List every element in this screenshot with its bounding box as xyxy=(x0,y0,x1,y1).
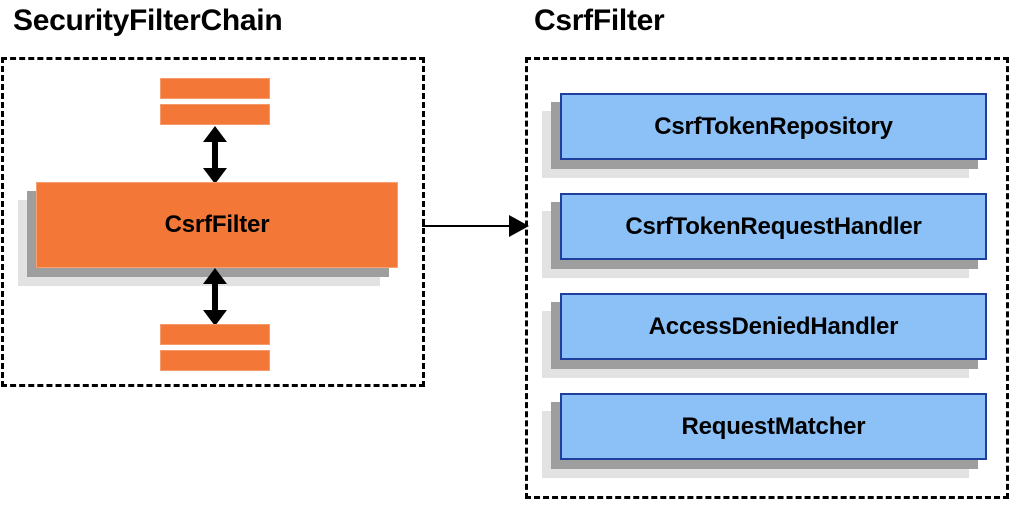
arrow-head-up-icon xyxy=(203,268,227,284)
box-csrftokenrequesthandler[interactable]: CsrfTokenRequestHandler xyxy=(542,193,987,278)
panel-title-security-filter-chain: SecurityFilterChain xyxy=(13,4,283,37)
box-face: RequestMatcher xyxy=(560,393,987,460)
box-face: CsrfTokenRepository xyxy=(560,93,987,160)
panel-security-filter-chain xyxy=(1,57,425,387)
arrow-shaft xyxy=(422,225,515,227)
arrow-csrffilter-to-detail xyxy=(422,215,529,237)
box-accessdeniedhandler[interactable]: AccessDeniedHandler xyxy=(542,293,987,378)
box-label-accessdeniedhandler: AccessDeniedHandler xyxy=(648,312,899,340)
box-csrftokenrepository[interactable]: CsrfTokenRepository xyxy=(542,93,987,178)
panel-csrf-filter xyxy=(525,57,1009,499)
filter-stub-above-2 xyxy=(160,104,270,125)
arrow-chain-below xyxy=(200,268,230,326)
arrow-head-right-icon xyxy=(509,215,529,237)
box-face: CsrfTokenRequestHandler xyxy=(560,193,987,260)
filter-stub-above-1 xyxy=(160,78,270,99)
arrow-shaft xyxy=(212,137,218,173)
box-requestmatcher[interactable]: RequestMatcher xyxy=(542,393,987,478)
arrow-shaft xyxy=(212,279,218,315)
arrow-head-up-icon xyxy=(203,126,227,142)
box-face: CsrfFilter xyxy=(36,182,398,268)
box-csrffilter[interactable]: CsrfFilter xyxy=(18,182,398,286)
box-label-csrftokenrepository: CsrfTokenRepository xyxy=(654,112,893,140)
panel-title-csrf-filter: CsrfFilter xyxy=(534,4,665,37)
filter-stub-below-2 xyxy=(160,350,270,371)
arrow-head-down-icon xyxy=(203,168,227,184)
box-label-csrftokenrequesthandler: CsrfTokenRequestHandler xyxy=(625,212,922,240)
arrow-chain-above xyxy=(200,126,230,184)
box-label-requestmatcher: RequestMatcher xyxy=(681,412,866,440)
box-label-csrffilter: CsrfFilter xyxy=(164,211,270,238)
box-face: AccessDeniedHandler xyxy=(560,293,987,360)
arrow-head-down-icon xyxy=(203,310,227,326)
filter-stub-below-1 xyxy=(160,324,270,345)
